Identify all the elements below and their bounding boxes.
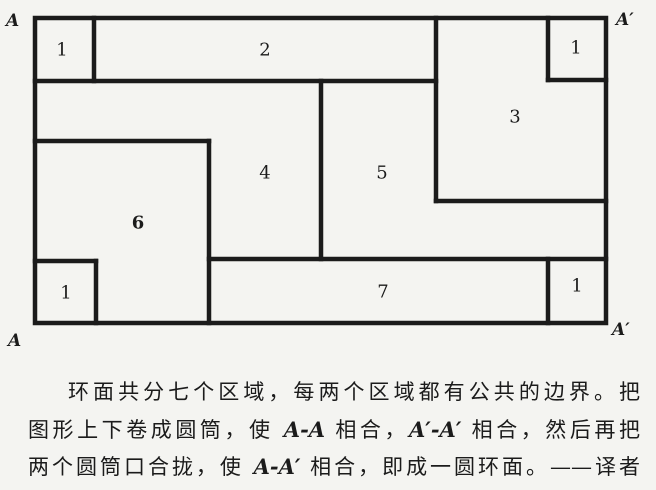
region-4: 4 <box>259 163 270 184</box>
caption-line-3-text-a: 两个圆筒口合拢，使 <box>28 455 254 479</box>
corner-label-bottom-right: A′ <box>610 320 630 340</box>
region-label-1-bottom-left: 1 <box>60 283 71 304</box>
corner-label-bottom-left: A <box>6 331 21 351</box>
region-3: 3 <box>509 107 520 128</box>
caption-identification-a-a-prime: A-A′ <box>253 454 301 479</box>
region-label-3: 3 <box>509 107 520 128</box>
corner-label-top-right: A′ <box>614 10 634 30</box>
caption-line-2-text-a: 图形上下卷成圆筒，使 <box>28 418 284 442</box>
region-label-6: 6 <box>132 213 145 234</box>
region-label-1-top-left: 1 <box>56 40 67 61</box>
region-label-5: 5 <box>376 163 387 184</box>
region-label-7: 7 <box>377 282 388 303</box>
region-1-top-right: 1 <box>570 38 581 59</box>
corner-label-top-left: A <box>4 11 19 31</box>
caption-line-1: 环面共分七个区域，每两个区域都有公共的边界。把 <box>28 374 640 411</box>
region-label-4: 4 <box>259 163 270 184</box>
region-5: 5 <box>376 163 387 184</box>
region-label-2: 2 <box>259 40 270 61</box>
caption-line-3-text-b: 相合，即成一圆环面。——译者 <box>300 455 640 479</box>
caption-line-1-text: 环面共分七个区域，每两个区域都有公共的边界。把 <box>68 380 640 404</box>
caption-line-2: 图形上下卷成圆筒，使 A-A 相合，A′-A′ 相合，然后再把 <box>28 411 640 448</box>
region-2: 2 <box>259 40 270 61</box>
caption-line-2-text-b: 相合， <box>325 418 410 442</box>
region-label-1-bottom-right: 1 <box>571 276 582 297</box>
outer-border <box>32 15 609 326</box>
region-label-1-top-right: 1 <box>570 38 581 59</box>
region-7: 7 <box>377 282 388 303</box>
caption-line-3: 两个圆筒口合拢，使 A-A′ 相合，即成一圆环面。——译者 <box>28 448 640 485</box>
caption-line-2-text-c: 相合，然后再把 <box>461 418 640 442</box>
region-1-bottom-right: 1 <box>571 276 582 297</box>
torus-seven-region-map: 1 2 1 3 4 5 6 1 7 1 A A′ A A′ <box>4 10 634 351</box>
region-6: 6 <box>132 213 145 234</box>
translator-note-caption: 环面共分七个区域，每两个区域都有公共的边界。把 图形上下卷成圆筒，使 A-A 相… <box>28 374 640 485</box>
region-1-top-left: 1 <box>56 40 67 61</box>
caption-identification-a-a: A-A <box>283 417 326 442</box>
region-1-bottom-left: 1 <box>60 283 71 304</box>
caption-identification-a-prime-a-prime: A′-A′ <box>409 417 462 442</box>
